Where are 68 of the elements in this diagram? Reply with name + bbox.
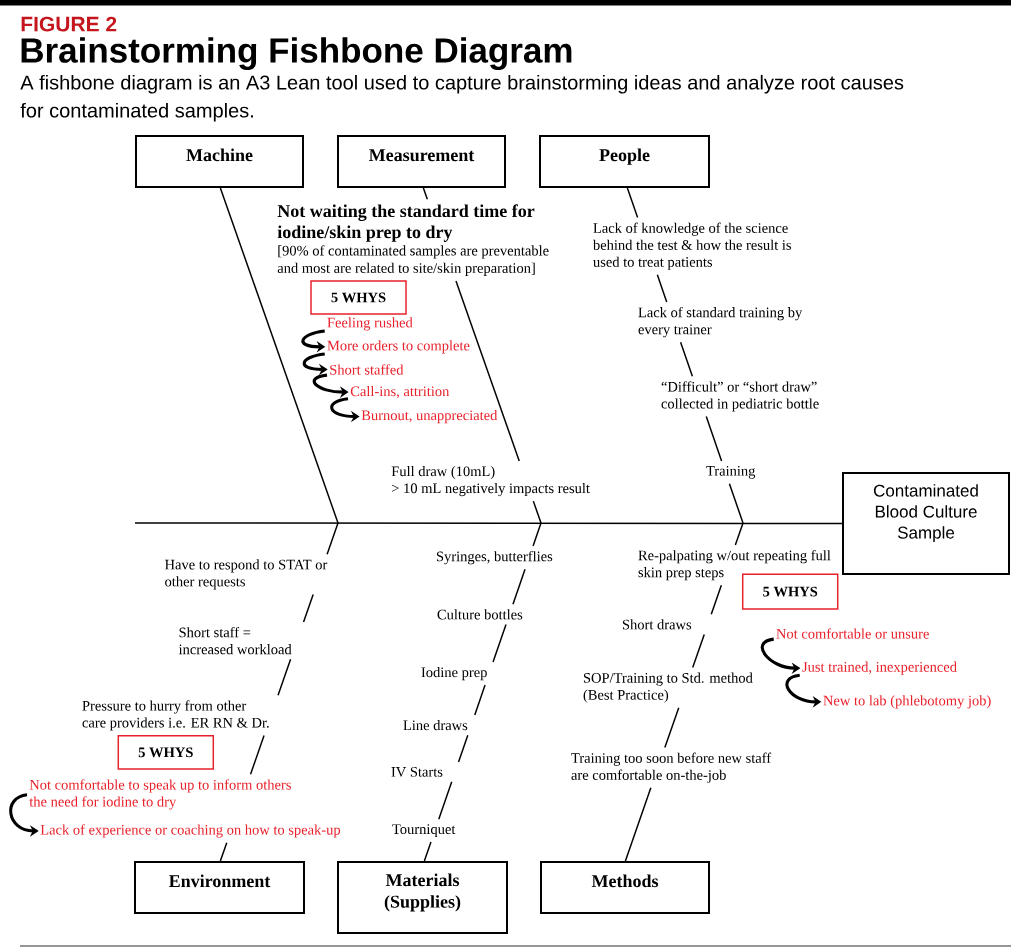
effect-box: Contaminated Blood Culture Sample [842, 472, 1010, 575]
bone-line [512, 568, 526, 606]
why-text: Burnout, unappreciated [361, 410, 498, 424]
bone-line [728, 482, 744, 524]
bone-line [656, 274, 668, 303]
why-text: Call-ins, attrition [350, 386, 450, 399]
cause-text: Have to respond to STAT or other requests [165, 559, 328, 590]
bone-line [438, 781, 453, 821]
bone-line [532, 500, 542, 524]
five-whys-box: 5 WHYS [741, 573, 839, 610]
cause-text: Training too soon before new staff are comfortable on-the-job [571, 752, 772, 783]
bone-line [664, 706, 680, 749]
bone-line [734, 522, 744, 546]
category-box: People [539, 135, 710, 188]
cause-text: Short draws [622, 619, 692, 630]
why-text: Just trained, inexperienced [802, 661, 957, 675]
bone-line [219, 187, 339, 524]
why-text: Lack of experience or coaching on how to speak-up [40, 824, 341, 838]
bone-line [219, 841, 228, 862]
caption-text: A fishbone diagram is an A3 Lean tool used to capture brainstorming ideas and analyze root causes for contaminated samples. [20, 74, 904, 122]
category-box: Measurement [337, 135, 506, 188]
bone-line [626, 187, 639, 219]
cause-text: SOP/Training to Std. method (Best Practice) [583, 672, 753, 703]
category-box: Materials (Supplies) [337, 861, 508, 934]
bone-line [492, 623, 507, 663]
bone-line [474, 684, 486, 716]
why-text: Not comfortable to speak up to inform others the need for iodine to dry [29, 779, 291, 810]
spine-line [134, 522, 843, 525]
five-whys-box: 5 WHYS [310, 280, 407, 315]
cause-text: “Difficult” or “short draw” collected in pediatric bottle [661, 381, 819, 412]
cause-text: Culture bottles [437, 609, 523, 620]
cause-text: Pressure to hurry from other care providers i.e. ER RN & Dr. [82, 700, 269, 731]
bone-line [422, 187, 429, 201]
bone-line [532, 522, 542, 547]
bone-line [710, 584, 723, 616]
why-text: Feeling rushed [327, 317, 413, 331]
cause-text: Full draw (10mL) > 10 mL negatively impacts result [391, 466, 590, 497]
five-whys-box: 5 WHYS [117, 734, 215, 770]
bone-line [423, 841, 432, 862]
why-text: Not comfortable or unsure [776, 628, 929, 639]
cause-text: Not waiting the standard time for iodine/skin prep to dry [90% of contaminated samples are preventable and most are related to site/skin preparation] [277, 204, 549, 276]
bone-line [277, 658, 292, 697]
bone-line [705, 415, 723, 462]
cause-text: Lack of standard training by every trainer [638, 307, 803, 338]
bone-line [455, 280, 520, 462]
category-box: Environment [134, 861, 305, 914]
category-box: Methods [540, 861, 710, 914]
bone-line [326, 522, 339, 556]
why-text: More orders to complete [327, 340, 470, 354]
why-text: Short staffed [330, 364, 404, 375]
cause-text: Syringes, butterflies [436, 551, 553, 565]
figure-label: FIGURE 2 [21, 16, 117, 32]
category-box: Machine [135, 135, 304, 188]
bone-line [679, 341, 694, 378]
bone-line [457, 734, 469, 763]
cause-text: Short staff = increased workload [178, 627, 292, 655]
cause-text: Lack of knowledge of the science behind the test & how the result is used to treat patients [592, 222, 791, 270]
cause-text: Iodine prep [421, 667, 487, 681]
cause-text: Tourniquet [392, 824, 456, 837]
figure-title: Brainstorming Fishbone Diagram [21, 37, 572, 70]
bone-line [249, 734, 265, 776]
bone-line [302, 593, 314, 623]
cause-text: Training [706, 466, 756, 479]
bone-line [624, 787, 652, 862]
bone-line [691, 633, 705, 669]
cause-text: IV Starts [391, 767, 443, 777]
cause-text: Line draws [403, 720, 468, 731]
why-text: New to lab (phlebotomy job) [823, 695, 991, 709]
